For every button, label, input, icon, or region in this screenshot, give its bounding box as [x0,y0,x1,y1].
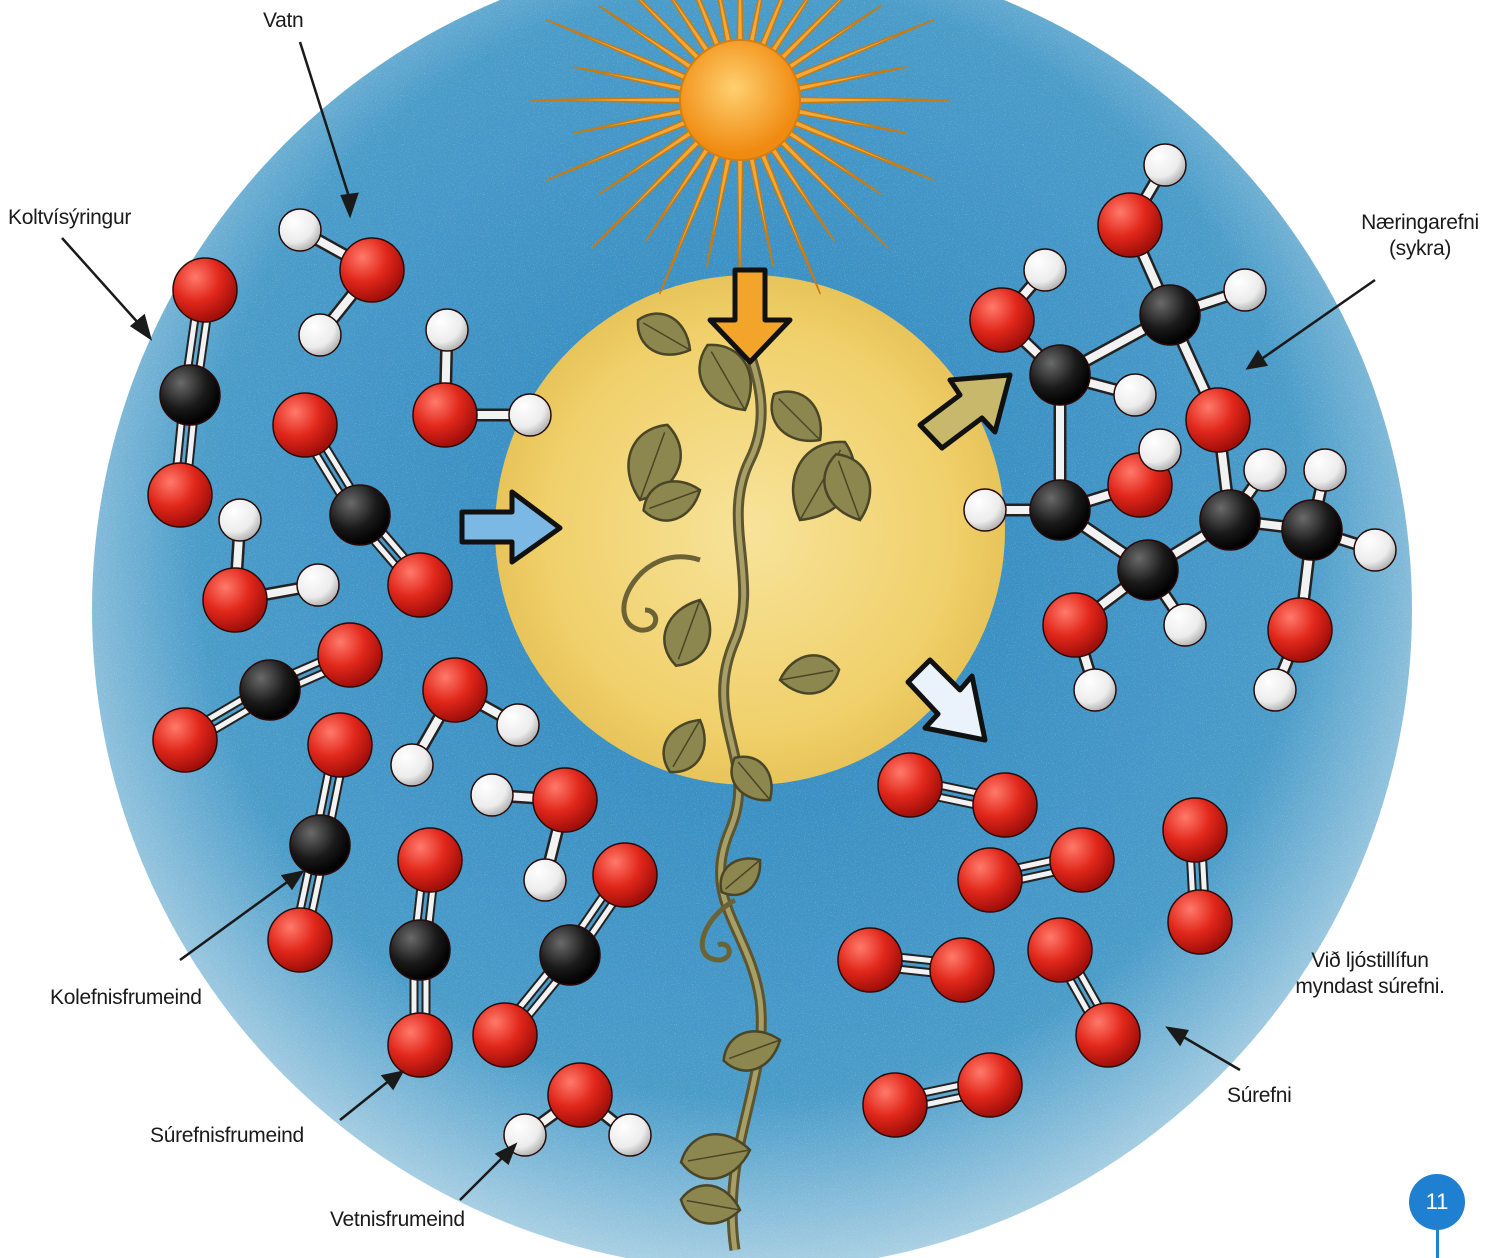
caption-line2: myndast súrefni. [1270,974,1470,1000]
label-surefnisfrumeind: Súrefnisfrumeind [150,1123,304,1149]
label-kolefnisfrumeind: Kolefnisfrumeind [50,985,202,1011]
page-number-line [1436,1230,1439,1258]
label-naeringarefni: Næringarefni (sykra) [1345,210,1495,262]
caption: Við ljóstillífun myndast súrefni. [1270,948,1470,1000]
label-koltvisyringur: Koltvísýringur [8,205,131,231]
page-number-badge: 11 [1409,1174,1465,1230]
label-vetnisfrumeind: Vetnisfrumeind [330,1207,465,1233]
caption-line1: Við ljóstillífun [1270,948,1470,974]
label-vatn: Vatn [263,8,303,34]
label-surefni: Súrefni [1227,1083,1291,1109]
label-naeringarefni-line2: (sykra) [1345,236,1495,262]
label-naeringarefni-line1: Næringarefni [1345,210,1495,236]
